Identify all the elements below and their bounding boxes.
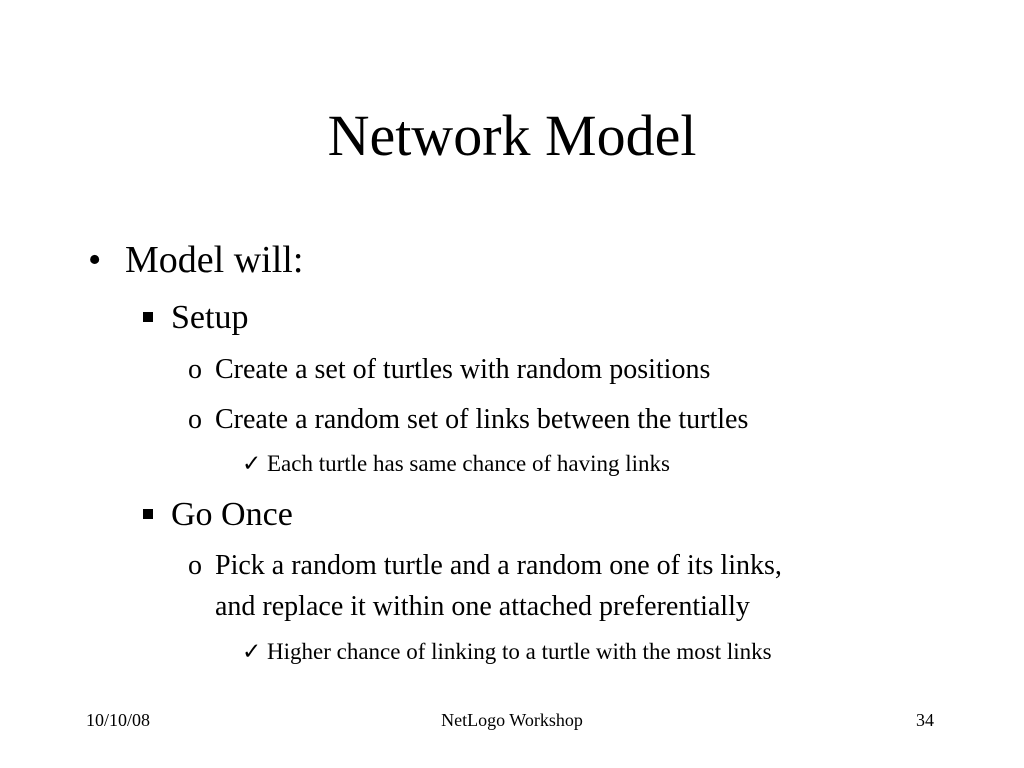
bullet-dot-icon: • [88,239,102,281]
square-bullet-icon [143,312,153,322]
footer-date: 10/10/08 [86,710,151,730]
point-pick-random-turtle-line2: and replace it within one attached prefe… [215,591,750,622]
footer-page-number: 34 [916,710,934,730]
point-pick-random-turtle-line1: Pick a random turtle and a random one of… [215,550,782,581]
checkmark-icon: ✓ [242,639,262,664]
footer-title: NetLogo Workshop [441,710,583,730]
circle-bullet-icon: o [188,354,202,385]
point-random-links: Create a random set of links between the… [215,404,749,435]
checkmark-icon: ✓ [242,451,262,476]
circle-bullet-icon: o [188,550,202,581]
check-item-higher-chance: Higher chance of linking to a turtle wit… [267,639,772,664]
square-bullet-icon [143,509,153,519]
subbullet-go-once: Go Once [171,496,293,533]
slide-title: Network Model [327,103,697,168]
check-item-same-chance: Each turtle has same chance of having li… [267,451,670,476]
subbullet-setup: Setup [171,299,249,336]
bullet-text-model-will: Model will: [125,239,304,281]
point-random-positions: Create a set of turtles with random posi… [215,354,711,385]
circle-bullet-icon: o [188,404,202,435]
